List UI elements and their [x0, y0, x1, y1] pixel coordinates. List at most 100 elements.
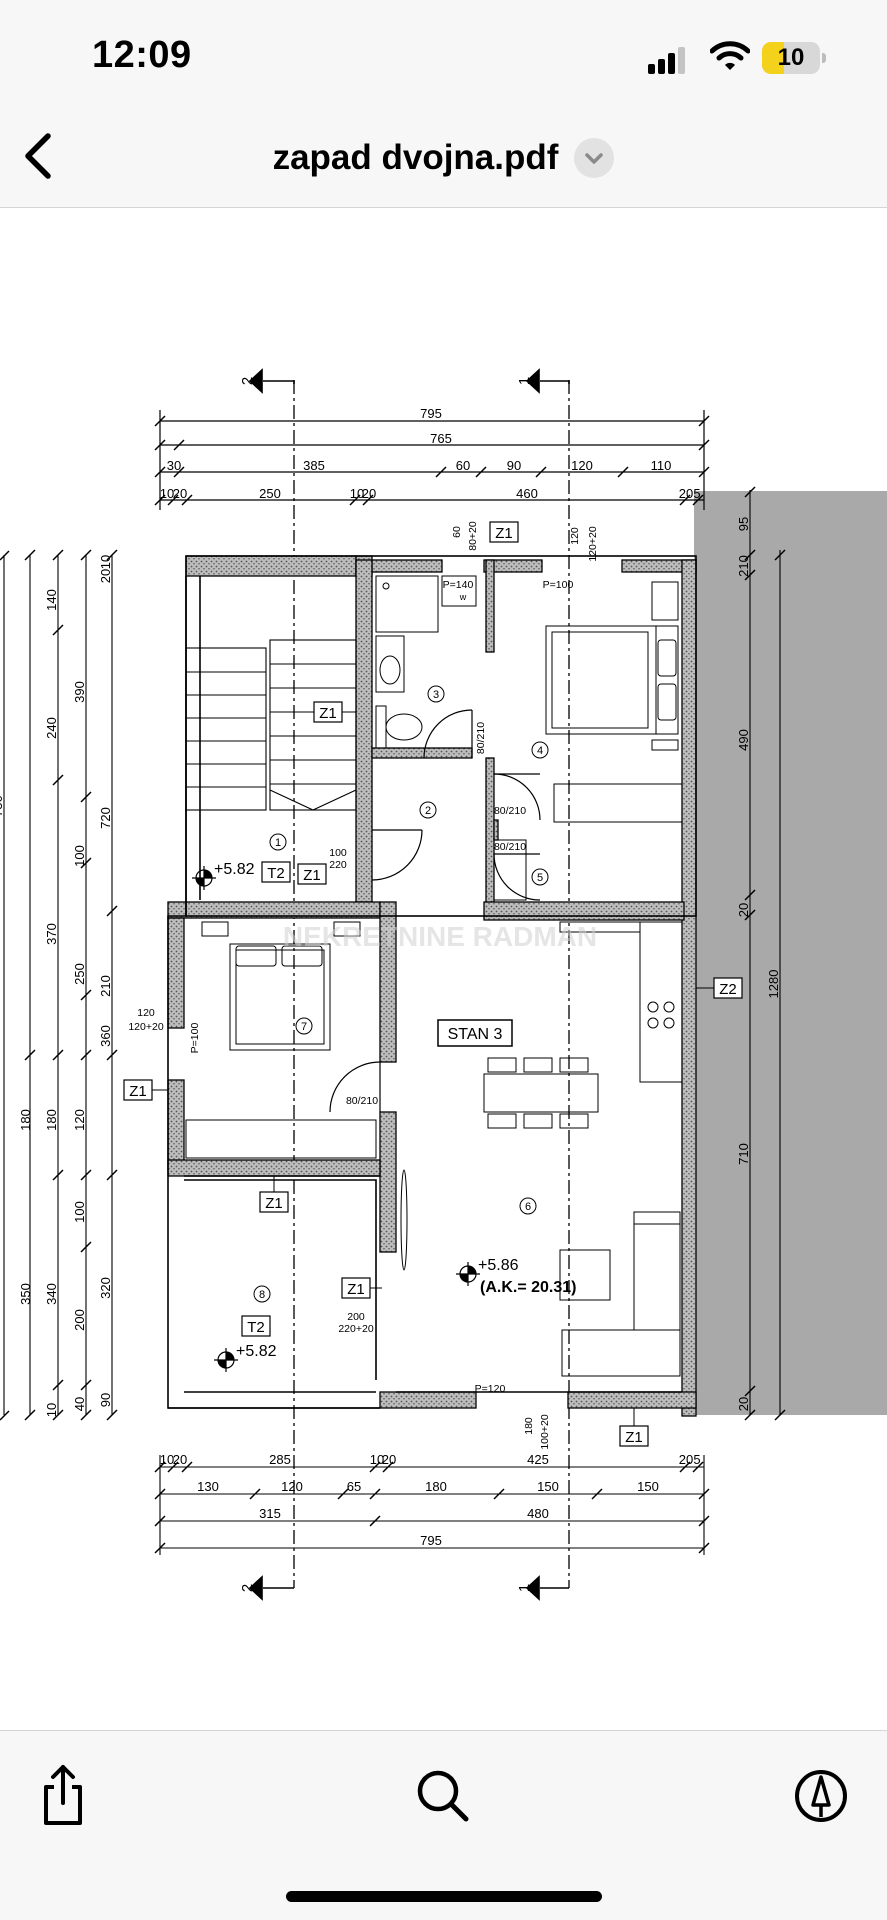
level-stair: +5.82 — [214, 861, 255, 878]
section-marker-bottom-2: 2 — [239, 1584, 256, 1592]
section-marker-top-2: 2 — [239, 377, 256, 385]
dim-left-200: 200 — [72, 1309, 87, 1331]
dim-bottom-425: 425 — [527, 1452, 549, 1467]
dim-left-240: 240 — [44, 717, 59, 739]
window-dim-180: 180 — [523, 1417, 535, 1435]
window-dim-220-20: 220+20 — [338, 1323, 373, 1335]
dim-bottom-20a: 20 — [173, 1452, 187, 1467]
section-marker-bottom-1: 1 — [516, 1584, 533, 1592]
window-dim-p100-top: P=100 — [543, 579, 574, 591]
document-title[interactable]: zapad dvojna.pdf — [272, 138, 559, 177]
dim-left-720: 720 — [98, 807, 113, 829]
window-dim-p120: P=120 — [475, 1383, 506, 1395]
dim-top-460: 460 — [516, 486, 538, 501]
dim-bottom-20b: 20 — [382, 1452, 396, 1467]
dim-left-250: 250 — [72, 963, 87, 985]
dim-bottom-315: 315 — [259, 1506, 281, 1521]
dim-right-710: 710 — [736, 1143, 751, 1165]
section-marker-top-1: 1 — [516, 377, 533, 385]
dim-right-20: 20 — [736, 903, 751, 917]
dim-left-90: 90 — [98, 1393, 113, 1407]
window-dim-120-20: 120+20 — [587, 526, 599, 561]
level-living: +5.86 — [478, 1257, 519, 1274]
status-bar: 12:09 10 — [0, 0, 887, 110]
dim-right-1280: 1280 — [766, 970, 781, 999]
window-tag-z1-top: Z1 — [495, 525, 513, 542]
pdf-page[interactable]: 795 765 30 385 60 90 120 110 10 20 250 1… — [0, 209, 887, 1729]
dim-top-10b: 10 — [350, 486, 364, 501]
window-tag-z1-room1: Z1 — [303, 867, 321, 884]
search-icon[interactable] — [408, 1761, 478, 1831]
door-dim-room7: 80/210 — [346, 1095, 378, 1107]
dim-top-30: 30 — [167, 458, 181, 473]
room-number-6: 6 — [525, 1201, 531, 1213]
dim-right-95: 95 — [736, 517, 751, 531]
dim-bottom-180: 180 — [425, 1479, 447, 1494]
dim-left-340: 340 — [44, 1283, 59, 1305]
dim-left-top-10: 10 — [98, 555, 113, 569]
room-number-1: 1 — [275, 837, 281, 849]
dim-top-110: 110 — [651, 458, 672, 473]
title-menu-chevron-down-icon[interactable] — [574, 138, 615, 178]
bottom-toolbar — [0, 1730, 887, 1920]
cellular-signal-icon — [648, 46, 688, 74]
navigation-bar: zapad dvojna.pdf — [0, 110, 887, 208]
room-number-7: 7 — [301, 1021, 307, 1033]
dim-top-5: 5 — [693, 486, 700, 501]
watermark: NEKRETNINE RADMAN — [283, 921, 597, 952]
dim-top-60: 60 — [456, 458, 470, 473]
dim-inner-top: 765 — [430, 431, 452, 446]
room-number-8: 8 — [259, 1289, 265, 1301]
dim-right-20b: 20 — [736, 1397, 751, 1411]
dim-bottom-5: 5 — [693, 1452, 700, 1467]
dim-top-385: 385 — [303, 458, 325, 473]
share-icon[interactable] — [28, 1759, 98, 1829]
dim-left-390: 390 — [72, 681, 87, 703]
dim-bottom-130: 130 — [197, 1479, 219, 1494]
dim-bottom-10b: 10 — [370, 1452, 384, 1467]
dim-bottom-150a: 150 — [537, 1479, 559, 1494]
dim-right-210: 210 — [736, 555, 751, 577]
dim-top-10a: 10 — [160, 486, 174, 501]
window-dim-120-20-left: 120+20 — [128, 1021, 163, 1033]
window-dim-p100-left: P=100 — [189, 1023, 201, 1054]
home-indicator — [286, 1891, 602, 1902]
door-dim-room3: 80/210 — [475, 722, 487, 754]
window-dim-60: 60 — [451, 526, 463, 538]
dim-top-20a: 20 — [173, 486, 187, 501]
window-dim-p140: P=140 — [443, 579, 474, 591]
dim-bottom-150b: 150 — [637, 1479, 659, 1494]
dim-left-140: 140 — [44, 589, 59, 611]
dim-left-120: 120 — [72, 1109, 87, 1131]
dim-left-750: 750 — [0, 795, 5, 817]
window-tag-z1-stair: Z1 — [319, 705, 337, 722]
room-number-2: 2 — [425, 805, 431, 817]
dim-bottom-285: 285 — [269, 1452, 291, 1467]
window-dim-220: 220 — [329, 859, 347, 871]
window-tag-t2-balcony: T2 — [247, 1319, 265, 1336]
window-tag-z1-bottom: Z1 — [625, 1429, 643, 1446]
window-tag-z2: Z2 — [719, 981, 737, 998]
dim-left-360: 360 — [98, 1025, 113, 1047]
markup-pen-icon[interactable] — [786, 1761, 856, 1831]
level-balcony: +5.82 — [236, 1343, 277, 1360]
floor-plan-drawing: 795 765 30 385 60 90 120 110 10 20 250 1… — [0, 368, 887, 1601]
back-chevron-icon[interactable] — [14, 126, 70, 186]
window-tag-z1-balcony: Z1 — [347, 1281, 365, 1298]
dim-left-100b: 100 — [72, 1201, 87, 1223]
window-dim-120-left: 120 — [137, 1007, 155, 1019]
dim-right-490: 490 — [736, 729, 751, 751]
battery-icon: 10 — [762, 42, 826, 74]
window-dim-100: 100 — [329, 847, 347, 859]
dim-total-top: 795 — [420, 406, 442, 421]
room-number-3: 3 — [433, 689, 439, 701]
window-dim-200: 200 — [347, 1311, 365, 1323]
dim-bottom-480: 480 — [527, 1506, 549, 1521]
room-number-4: 4 — [537, 745, 543, 757]
dim-top-120: 120 — [571, 458, 593, 473]
dim-top-90: 90 — [507, 458, 521, 473]
dim-left-10: 10 — [44, 1403, 59, 1417]
door-dim-room4: 80/210 — [494, 805, 526, 817]
battery-fill — [762, 42, 784, 74]
gray-panel — [694, 491, 887, 1415]
